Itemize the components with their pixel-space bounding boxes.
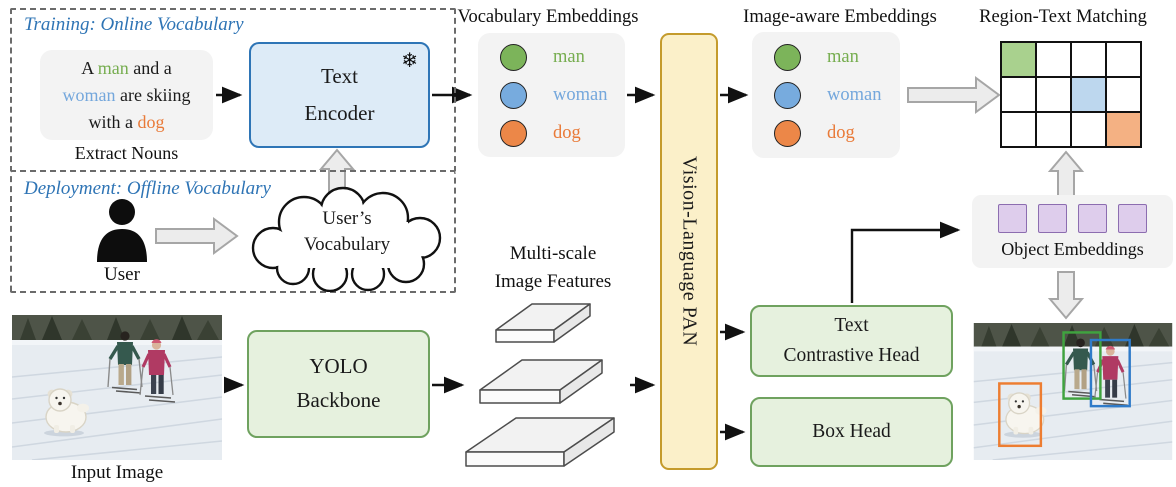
caption-word: man <box>97 57 129 78</box>
embedding-label-man: man <box>553 46 585 67</box>
training-section-label: Training: Online Vocabulary <box>24 14 244 35</box>
caption-sentence-line: woman are skiing <box>63 82 191 109</box>
caption-word: and a <box>128 57 172 78</box>
input-image <box>12 315 222 460</box>
matching-grid-cell <box>1036 112 1071 147</box>
deployment-section-label: Deployment: Offline Vocabulary <box>24 178 271 199</box>
embedding-row: dog <box>500 119 625 147</box>
matching-grid-cell <box>1001 42 1036 77</box>
extract-nouns-label: Extract Nouns <box>74 143 179 163</box>
matching-grid-cell <box>1036 42 1071 77</box>
vision-language-pan-box: Vision-Language PAN <box>660 33 718 470</box>
arrow-objects-to-output <box>1047 271 1085 320</box>
vocabulary-embeddings-box: man woman dog <box>478 33 625 157</box>
embedding-dot-dog <box>500 119 527 147</box>
box-head-box: Box Head <box>750 397 953 467</box>
object-embeddings-box: Object Embeddings <box>972 195 1173 268</box>
matching-grid-cell <box>1001 112 1036 147</box>
embedding-label-woman: woman <box>553 84 608 105</box>
embedding-dot-man <box>500 43 527 71</box>
multi-scale-label: Multi-scale Image Features <box>494 243 612 292</box>
embedding-row: woman <box>774 81 900 109</box>
matching-grid-cell <box>1106 77 1141 112</box>
cloud-label: User’s Vocabulary <box>303 208 391 255</box>
region-text-matching-grid <box>1000 41 1142 148</box>
embedding-row: man <box>774 43 900 71</box>
yolo-backbone-box: YOLO Backbone <box>247 330 430 438</box>
image-aware-embeddings-title: Image-aware Embeddings <box>743 7 937 27</box>
bbox-woman <box>1089 338 1131 408</box>
vision-language-pan-label: Vision-Language PAN <box>678 156 701 347</box>
user-icon <box>97 199 147 262</box>
text-encoder-label-line1: Text <box>320 64 359 89</box>
arrow-objects-to-grid <box>1047 150 1085 197</box>
arrow-imageaware-to-grid <box>907 76 1001 114</box>
embedding-dot-woman <box>774 81 801 109</box>
matching-grid-cell <box>1071 42 1106 77</box>
cloud-shape <box>251 186 442 292</box>
text-contrastive-head-box: Text Contrastive Head <box>750 305 953 377</box>
input-image-label: Input Image <box>70 462 164 483</box>
caption-word: with a <box>88 111 138 132</box>
bbox-dog <box>998 382 1043 448</box>
embedding-dot-woman <box>500 81 527 109</box>
matching-grid-cell <box>1036 77 1071 112</box>
object-embedding-square <box>1078 203 1107 233</box>
user-label: User <box>104 264 140 285</box>
caption-word: are skiing <box>115 84 191 105</box>
object-embedding-square <box>1118 203 1147 233</box>
matching-grid-cell <box>1071 77 1106 112</box>
embedding-row: woman <box>500 81 625 109</box>
text-encoder-label-line2: Encoder <box>304 101 375 125</box>
matching-grid-cell <box>1001 77 1036 112</box>
embedding-dot-man <box>774 43 801 71</box>
caption-sentence-line: with a dog <box>89 109 165 136</box>
region-text-matching-title: Region-Text Matching <box>979 7 1147 27</box>
embedding-row: man <box>500 43 625 71</box>
deployment-section <box>10 172 456 293</box>
vocabulary-embeddings-title: Vocabulary Embeddings <box>457 7 639 27</box>
arrow-user-to-cloud <box>155 217 239 255</box>
embedding-label-woman: woman <box>827 84 882 105</box>
output-image-with-detections <box>973 323 1173 460</box>
object-embedding-squares <box>998 203 1147 233</box>
image-aware-embeddings-box: man woman dog <box>752 32 900 158</box>
multi-scale-feature-maps <box>465 303 615 467</box>
snowflake-icon: ❄ <box>401 50 418 72</box>
embedding-label-man: man <box>827 46 859 67</box>
caption-word: dog <box>137 111 165 132</box>
object-embedding-square <box>998 203 1027 233</box>
bbox-man <box>1062 331 1102 400</box>
caption-word: A <box>81 57 98 78</box>
object-embeddings-label: Object Embeddings <box>1001 238 1144 259</box>
matching-grid-cell <box>1071 112 1106 147</box>
matching-grid-cell <box>1106 112 1141 147</box>
text-encoder-box: ❄ Text Encoder <box>249 42 430 148</box>
object-embedding-square <box>1038 203 1067 233</box>
embedding-row: dog <box>774 119 900 147</box>
embedding-label-dog: dog <box>553 122 581 143</box>
caption-word: woman <box>62 84 116 105</box>
matching-grid-cell <box>1106 42 1141 77</box>
embedding-dot-dog <box>774 119 801 147</box>
embedding-label-dog: dog <box>827 122 855 143</box>
caption-sentence-line: A man and a <box>81 55 172 82</box>
